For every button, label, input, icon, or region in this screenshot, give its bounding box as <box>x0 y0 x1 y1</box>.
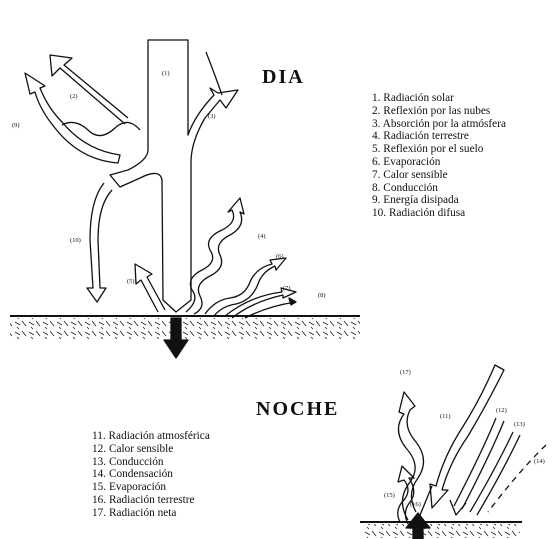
night-legend-item: 17. Radiación neta <box>92 507 210 520</box>
label-7: (7) <box>283 285 291 292</box>
label-11: (11) <box>440 413 451 420</box>
night-legend-item: 12. Calor sensible <box>92 443 210 456</box>
day-legend-item: 3. Absorción por la atmósfera <box>372 118 506 131</box>
label-3: (3) <box>208 113 216 120</box>
day-legend-item: 1. Radiación solar <box>372 92 506 105</box>
label-4: (4) <box>258 233 266 240</box>
dissipated-energy-arrow <box>25 73 120 163</box>
day-legend-item: 9. Energía disipada <box>372 194 506 207</box>
day-title: DIA <box>262 66 305 89</box>
night-legend: 11. Radiación atmosférica 12. Calor sens… <box>92 430 210 520</box>
night-sensible-heat-arrowhead <box>450 500 466 515</box>
day-legend-item: 4. Radiación terrestre <box>372 130 506 143</box>
sensible-heat-arrow <box>225 288 296 318</box>
condensation-arrow <box>488 445 546 512</box>
day-legend-item: 2. Reflexión por las nubes <box>372 105 506 118</box>
atmosphere-absorption-arrow <box>206 52 222 95</box>
day-legend-item: 8. Conducción <box>372 182 506 195</box>
diffuse-radiation-arrow <box>87 183 112 302</box>
night-legend-item: 15. Evaporación <box>92 481 210 494</box>
day-soil-texture <box>10 318 360 340</box>
solar-radiation-arrow <box>110 40 238 312</box>
label-5: (5) <box>127 278 135 285</box>
label-13: (13) <box>514 421 525 428</box>
day-legend-item: 6. Evaporación <box>372 156 506 169</box>
label-12: (12) <box>496 407 507 414</box>
night-legend-item: 14. Condensación <box>92 468 210 481</box>
night-scene <box>360 365 546 539</box>
cloud-reflection-arrow <box>50 55 128 124</box>
night-legend-item: 13. Conducción <box>92 456 210 469</box>
day-legend-item: 5. Reflexión por el suelo <box>372 143 506 156</box>
label-16: (16) <box>410 501 421 508</box>
label-14: (14) <box>534 458 545 465</box>
night-legend-item: 11. Radiación atmosférica <box>92 430 210 443</box>
night-legend-item: 16. Radiación terrestre <box>92 494 210 507</box>
label-6: (6) <box>276 253 284 260</box>
conduction-arrowhead <box>289 298 296 305</box>
label-10: (10) <box>70 237 81 244</box>
day-legend-item: 10. Radiación difusa <box>372 207 506 220</box>
label-17: (17) <box>400 369 411 376</box>
day-legend: 1. Radiación solar 2. Reflexión por las … <box>372 92 506 220</box>
day-arrow-labels: (1) (2) (3) (4) (5) (6) (7) (8) (9) (10) <box>12 70 326 299</box>
label-1: (1) <box>162 70 170 77</box>
label-8: (8) <box>318 292 326 299</box>
label-9: (9) <box>12 122 20 129</box>
label-2: (2) <box>70 93 78 100</box>
day-scene <box>10 40 360 358</box>
night-title: NOCHE <box>256 398 339 421</box>
night-soil-texture <box>362 524 520 538</box>
ground-reflection-arrow <box>135 264 165 312</box>
label-15: (15) <box>384 492 395 499</box>
day-legend-item: 7. Calor sensible <box>372 169 506 182</box>
